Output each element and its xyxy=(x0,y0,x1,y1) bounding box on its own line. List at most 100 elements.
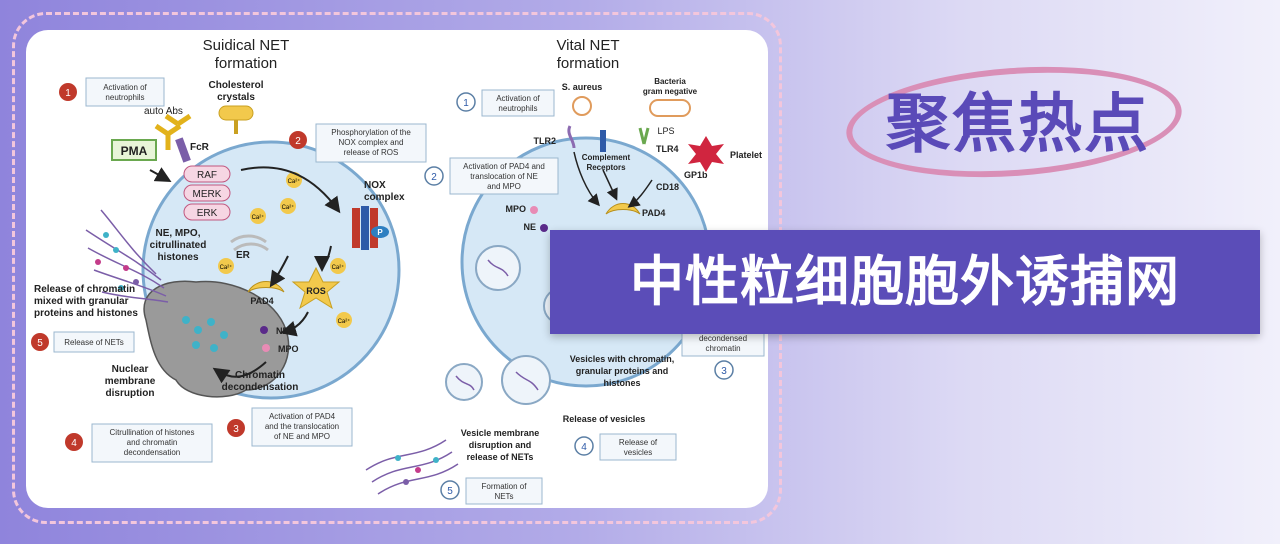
ne-mpo-label-1: NE, MPO, xyxy=(155,228,200,239)
release-label-1: Release of chromatin xyxy=(34,284,135,295)
suicidal-step-5: 5 Release of NETs xyxy=(31,331,135,353)
suicidal-step-2: 2 Phosphorylation of the NOX complex and… xyxy=(289,123,427,163)
svg-text:RAF: RAF xyxy=(197,170,217,181)
tlr2-label: TLR2 xyxy=(534,136,557,146)
vital-step-5: 5 Formation of NETs xyxy=(440,477,543,505)
tlr2-receptor-icon xyxy=(567,125,576,149)
svg-text:PMA: PMA xyxy=(121,144,148,158)
bacteria-label-2: gram negative xyxy=(643,87,698,96)
auto-abs-icon xyxy=(154,113,192,150)
tlr4-label: TLR4 xyxy=(656,144,679,154)
vesicle-chromatin xyxy=(455,259,539,391)
chromatin-decondensation-1: Chromatin xyxy=(235,370,285,381)
bacteria-icon xyxy=(649,99,691,117)
lps-label: LPS xyxy=(657,126,674,136)
svg-text:Release of: Release of xyxy=(619,438,658,447)
mpo-granule xyxy=(262,344,270,352)
svg-text:Ca²⁺: Ca²⁺ xyxy=(282,204,295,211)
svg-text:Formation of: Formation of xyxy=(482,482,528,491)
svg-text:MERK: MERK xyxy=(193,189,222,200)
nuclear-label-2: membrane xyxy=(105,376,156,387)
nuclear-label-3: disruption xyxy=(106,388,155,399)
gp1b-label: GP1b xyxy=(684,170,708,180)
suicidal-step-1: 1 Activation of neutrophils xyxy=(59,77,165,107)
svg-text:decondensation: decondensation xyxy=(124,448,181,457)
complement-label-2: Receptors xyxy=(586,163,626,172)
svg-text:3: 3 xyxy=(721,366,727,377)
release-label-3: proteins and histones xyxy=(34,308,138,319)
svg-text:5: 5 xyxy=(37,338,43,349)
svg-text:Activation of: Activation of xyxy=(103,83,147,92)
svg-text:neutrophils: neutrophils xyxy=(105,93,144,102)
vital-title-line2: formation xyxy=(557,55,620,72)
svg-text:and the translocation: and the translocation xyxy=(265,422,339,431)
release-label-2: mixed with granular xyxy=(34,296,129,307)
nucleus-chromatin xyxy=(182,316,228,352)
svg-text:and MPO: and MPO xyxy=(487,182,521,191)
svg-text:2: 2 xyxy=(431,172,437,183)
vm-label-3: release of NETs xyxy=(467,452,534,462)
svg-text:vesicles: vesicles xyxy=(624,448,652,457)
vesicles-label-2: granular proteins and xyxy=(576,366,669,376)
svg-text:4: 4 xyxy=(71,438,77,449)
svg-text:Ca²⁺: Ca²⁺ xyxy=(338,318,351,325)
ne-granule xyxy=(260,326,268,334)
nox-label-1: NOX xyxy=(364,180,386,191)
suicidal-step-4: 4 Citrullination of histones and chromat… xyxy=(65,423,213,463)
svg-text:neutrophils: neutrophils xyxy=(498,104,537,113)
suicidal-step-3: 3 Activation of PAD4 and the translocati… xyxy=(227,407,353,447)
pathway-arrows xyxy=(149,166,341,384)
svg-text:1: 1 xyxy=(463,98,469,109)
vital-title-line1: Vital NET xyxy=(556,37,619,54)
cholesterol-label-1: Cholesterol xyxy=(208,80,263,91)
bacteria-label-1: Bacteria xyxy=(654,77,686,86)
complement-label-1: Complement xyxy=(582,153,631,162)
er-icon xyxy=(230,234,269,252)
svg-text:Activation of PAD4 and: Activation of PAD4 and xyxy=(463,162,545,171)
svg-text:translocation of NE: translocation of NE xyxy=(470,172,538,181)
kinase-cascade: RAF MERK ERK xyxy=(183,165,231,221)
vital-ne-granule xyxy=(540,224,548,232)
ros-star-icon xyxy=(291,266,341,310)
svg-text:Activation of PAD4: Activation of PAD4 xyxy=(269,412,336,421)
vital-mpo-granule xyxy=(530,206,538,214)
release-vesicles-label: Release of vesicles xyxy=(563,414,646,424)
vital-pad4-label: PAD4 xyxy=(642,208,665,218)
tlr4-receptor-icon xyxy=(638,127,650,145)
vital-arrows xyxy=(573,151,653,208)
svg-text:NETs: NETs xyxy=(494,492,513,501)
released-granules xyxy=(95,232,139,291)
suicidal-title-line1: Suidical NET xyxy=(203,37,290,54)
vital-net-granules xyxy=(395,455,439,485)
vital-step-1: 1 Activation of neutrophils xyxy=(456,89,555,117)
svg-text:1: 1 xyxy=(65,88,71,99)
auto-abs-label: auto Abs xyxy=(144,106,183,117)
svg-text:Ca²⁺: Ca²⁺ xyxy=(220,264,233,271)
ne-mpo-label-3: histones xyxy=(157,252,199,263)
nox-label-2: complex xyxy=(364,192,405,203)
platelet-icon xyxy=(688,136,724,172)
mpo-label: MPO xyxy=(278,344,299,354)
cholesterol-label-2: crystals xyxy=(217,92,255,103)
fcr-label: FcR xyxy=(190,142,210,153)
vital-step-3: decondensed chromatin 3 xyxy=(681,329,765,380)
s-aureus-icon xyxy=(572,96,592,116)
svg-text:Release of NETs: Release of NETs xyxy=(64,338,124,347)
svg-text:decondensed: decondensed xyxy=(699,334,747,343)
svg-text:5: 5 xyxy=(447,486,453,497)
svg-text:release of ROS: release of ROS xyxy=(344,148,399,157)
svg-text:Citrullination of histones: Citrullination of histones xyxy=(110,428,195,437)
nuclear-label-1: Nuclear xyxy=(112,364,149,375)
svg-text:4: 4 xyxy=(581,442,587,453)
svg-text:Ca²⁺: Ca²⁺ xyxy=(288,178,301,185)
vesicles-label-1: Vesicles with chromatin, xyxy=(570,354,675,364)
calcium-ions: Ca²⁺ Ca²⁺ Ca²⁺ Ca²⁺ Ca²⁺ Ca²⁺ xyxy=(218,172,352,328)
title-banner: 中性粒细胞胞外诱捕网 xyxy=(550,230,1260,334)
svg-text:2: 2 xyxy=(295,136,301,147)
svg-text:Ca²⁺: Ca²⁺ xyxy=(252,214,265,221)
vital-step-4: 4 Release of vesicles xyxy=(574,433,677,461)
svg-text:Phosphorylation of the: Phosphorylation of the xyxy=(331,128,411,137)
vm-label-2: disruption and xyxy=(469,440,532,450)
suicidal-nucleus xyxy=(143,280,290,398)
platelet-label: Platelet xyxy=(730,150,762,160)
